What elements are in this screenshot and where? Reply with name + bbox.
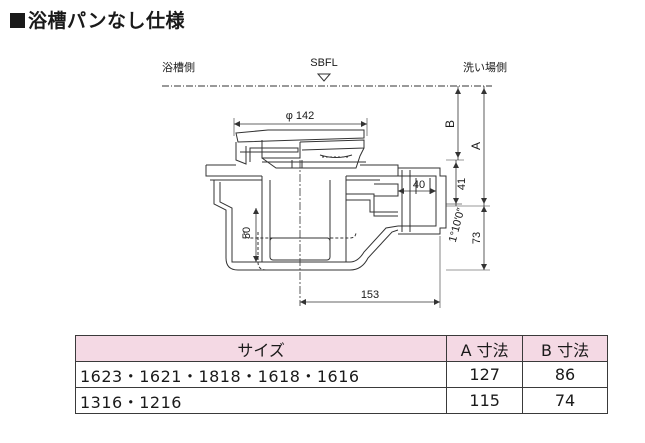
label-wash-side: 洗い場側 — [463, 61, 507, 74]
label-sbfl: SBFL — [310, 57, 338, 69]
dim-153: 153 — [361, 289, 379, 301]
section-title: 浴槽パンなし仕様 — [10, 6, 185, 33]
dim-50: 50 — [241, 227, 253, 239]
sbfl-marker-icon — [316, 73, 332, 82]
square-bullet-icon — [10, 13, 25, 28]
table-row: 1316・1216 115 74 — [74, 387, 608, 414]
dim-diameter: φ 142 — [286, 110, 315, 122]
cell-b: 86 — [522, 361, 608, 388]
drain-cross-section-drawing: 浴槽側 SBFL 洗い場側 φ 142 — [162, 57, 507, 308]
cell-a: 127 — [446, 361, 524, 388]
cell-a: 115 — [446, 387, 524, 414]
header-b-dimension: B 寸法 — [522, 335, 608, 362]
label-bath-side: 浴槽側 — [162, 61, 195, 74]
trap-body — [205, 164, 447, 271]
dim-angle: 1°10′0″ — [447, 207, 468, 244]
cell-size: 1623・1621・1818・1618・1616 — [74, 361, 448, 388]
dim-41: 41 — [456, 178, 468, 190]
table-row: 1623・1621・1818・1618・1616 127 86 — [74, 361, 608, 388]
header-size: サイズ — [74, 335, 448, 362]
dim-a: A — [469, 142, 483, 150]
size-spec-table: サイズ A 寸法 B 寸法 1623・1621・1818・1618・1616 1… — [74, 335, 608, 414]
dim-73: 73 — [471, 232, 483, 244]
cell-b: 74 — [522, 387, 608, 414]
dim-b: B — [443, 120, 457, 128]
section-title-text: 浴槽パンなし仕様 — [28, 10, 185, 32]
drain-cover — [235, 129, 366, 169]
dim-40: 40 — [413, 179, 425, 191]
header-a-dimension: A 寸法 — [446, 335, 524, 362]
table-header-row: サイズ A 寸法 B 寸法 — [74, 335, 608, 362]
cell-size: 1316・1216 — [74, 387, 448, 414]
